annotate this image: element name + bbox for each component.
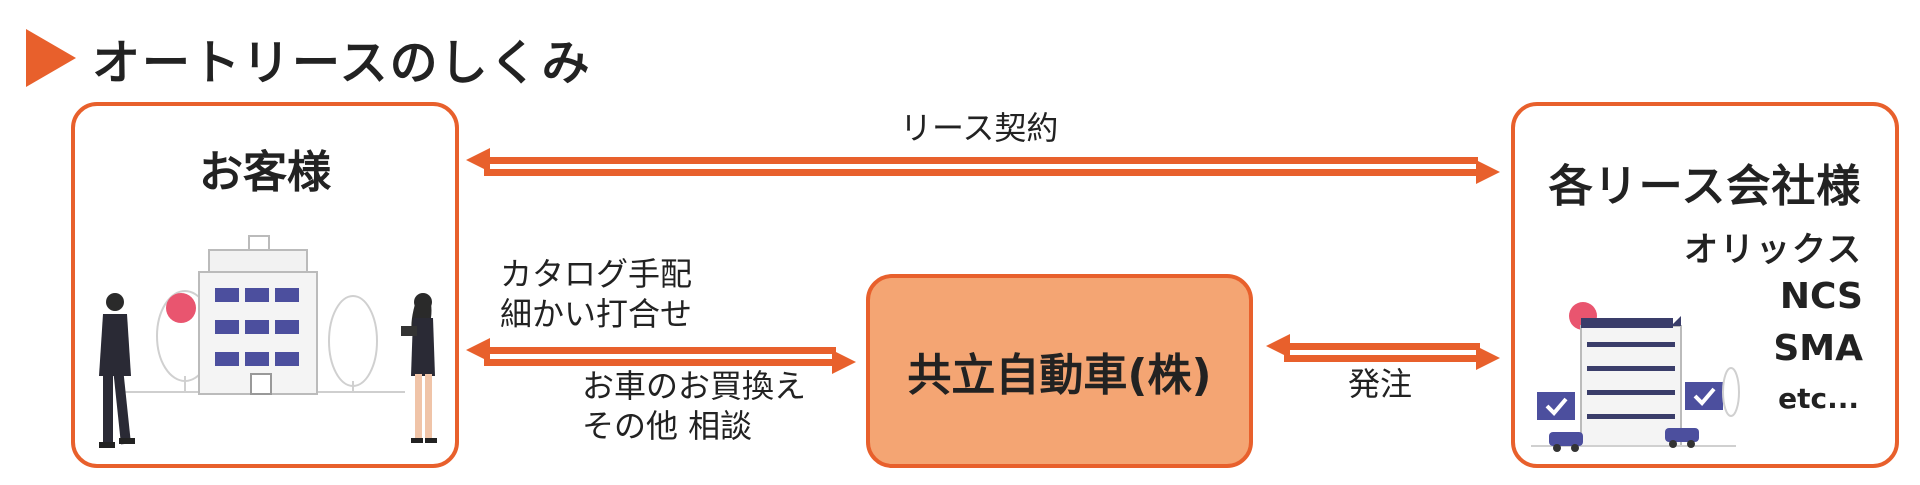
lease-companies-box: 各リース会社様 オリックス NCS SMA etc... — [1511, 102, 1899, 468]
car-icon — [1665, 428, 1699, 448]
building-windows — [215, 288, 299, 366]
contract-arrow — [466, 148, 1500, 184]
company-orix: オリックス — [1684, 230, 1863, 270]
tree-icon — [1722, 367, 1740, 417]
customer-title: お客様 — [199, 147, 331, 198]
catalog-line-2: 細かい打合せ — [500, 295, 693, 333]
tablet-icon — [401, 326, 417, 336]
contract-label: リース契約 — [900, 109, 1059, 147]
company-ncs: NCS — [1779, 276, 1863, 317]
businesswoman-icon — [401, 293, 437, 443]
kyoritsu-title: 共立自動車(株) — [907, 350, 1212, 401]
lease-office-illustration — [1531, 302, 1740, 452]
check-icon — [1537, 392, 1575, 420]
businessman-icon — [99, 293, 135, 448]
office-illustration — [99, 235, 437, 448]
catalog-label: カタログ手配 細かい打合せ — [500, 254, 692, 334]
check-icon — [1685, 382, 1723, 410]
replace-line-1: お車のお買換え — [582, 367, 807, 405]
company-sma: SMA — [1773, 328, 1863, 369]
kyoritsu-box: 共立自動車(株) — [866, 274, 1253, 468]
page-title-group: オートリースのしくみ — [26, 28, 592, 91]
consultation-arrow — [466, 338, 856, 374]
order-arrow — [1266, 334, 1500, 370]
sun-icon — [166, 293, 196, 323]
replace-label: お車のお買換え その他 相談 — [582, 366, 806, 446]
car-icon — [1549, 432, 1583, 452]
replace-line-2: その他 相談 — [582, 407, 753, 445]
customer-box: お客様 — [71, 102, 459, 468]
page-title: オートリースのしくみ — [92, 35, 592, 91]
order-label: 発注 — [1348, 365, 1413, 403]
title-triangle-icon — [26, 29, 76, 87]
company-etc: etc... — [1778, 382, 1859, 415]
catalog-line-1: カタログ手配 — [500, 255, 693, 293]
lease-companies-title: 各リース会社様 — [1548, 161, 1862, 212]
